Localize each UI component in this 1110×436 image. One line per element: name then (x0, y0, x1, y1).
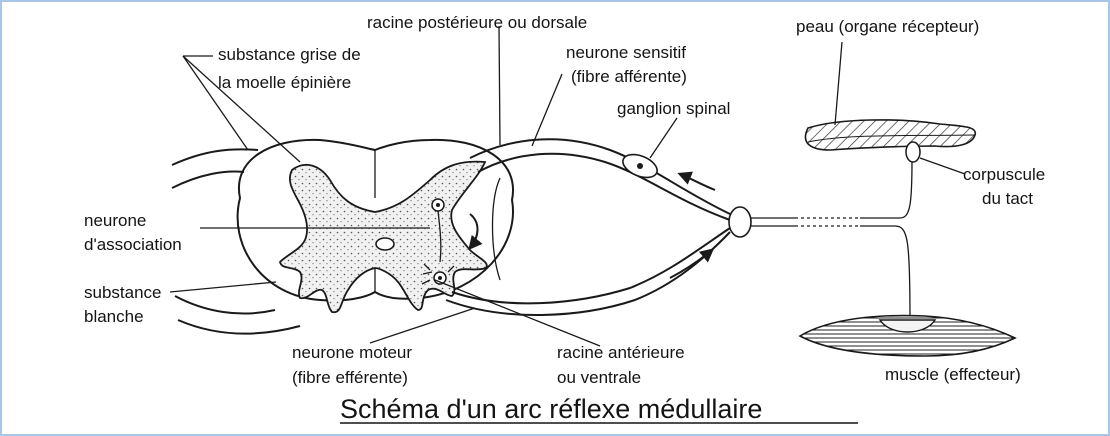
label-racine-posterieure: racine postérieure ou dorsale (367, 13, 587, 32)
label-ganglion-spinal: ganglion spinal (617, 99, 730, 118)
label-substance-grise-2: la moelle épinière (218, 73, 351, 92)
spinal-ganglion (620, 150, 661, 182)
label-neurone-association-2: d'association (84, 235, 182, 254)
label-substance-grise-1: substance grise de (218, 45, 361, 64)
label-corpuscule-1: corpuscule (963, 165, 1045, 184)
touch-corpuscle (906, 142, 920, 162)
diagram-title: Schéma d'un arc réflexe médullaire (340, 394, 762, 424)
spinal-nerve-junction (729, 207, 751, 237)
ventral-root (446, 178, 730, 315)
label-racine-anterieure-1: racine antérieure (557, 343, 685, 362)
peripheral-nerve (751, 160, 912, 320)
cord-outer-arcs (172, 149, 300, 333)
label-neurone-association-1: neurone (84, 211, 146, 230)
label-neurone-moteur-2: (fibre efférente) (292, 368, 408, 387)
label-neurone-sensitif-1: neurone sensitif (566, 43, 686, 62)
label-peau: peau (organe récepteur) (796, 17, 979, 36)
label-neurone-sensitif-2: (fibre afférente) (571, 67, 687, 86)
label-muscle: muscle (effecteur) (885, 365, 1021, 384)
label-substance-blanche-1: substance (84, 283, 162, 302)
label-substance-blanche-2: blanche (84, 307, 144, 326)
label-racine-anterieure-2: ou ventrale (557, 368, 641, 387)
label-neurone-moteur-1: neurone moteur (292, 343, 412, 362)
label-corpuscule-2: du tact (982, 189, 1033, 208)
central-canal (376, 238, 394, 250)
